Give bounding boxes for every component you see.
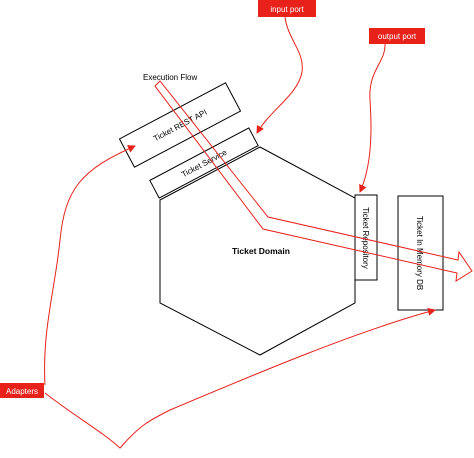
ticket-in-memory-db-label: Ticket In Memory DB [415, 216, 424, 290]
adapter-connector-api [44, 145, 136, 386]
output-port-label: output port [378, 32, 417, 41]
adapters-label: Adapters [6, 387, 38, 396]
adapter-connector-db [44, 307, 436, 449]
input-port-connector [256, 16, 303, 134]
execution-flow-label: Execution Flow [143, 73, 197, 82]
ticket-domain-label: Ticket Domain [232, 246, 290, 256]
ticket-repository-box [354, 194, 378, 281]
execution-flow-arrow [154, 80, 473, 282]
output-port-tag [369, 28, 425, 44]
output-port-connector [359, 43, 386, 193]
ticket-repository-label: Ticket Repository [361, 207, 370, 269]
adapters-tag [0, 383, 44, 398]
ticket-in-memory-db-box [397, 195, 444, 311]
input-port-tag [258, 0, 316, 17]
ticket-domain-hexagon [159, 146, 356, 356]
input-port-label: input port [270, 5, 304, 14]
